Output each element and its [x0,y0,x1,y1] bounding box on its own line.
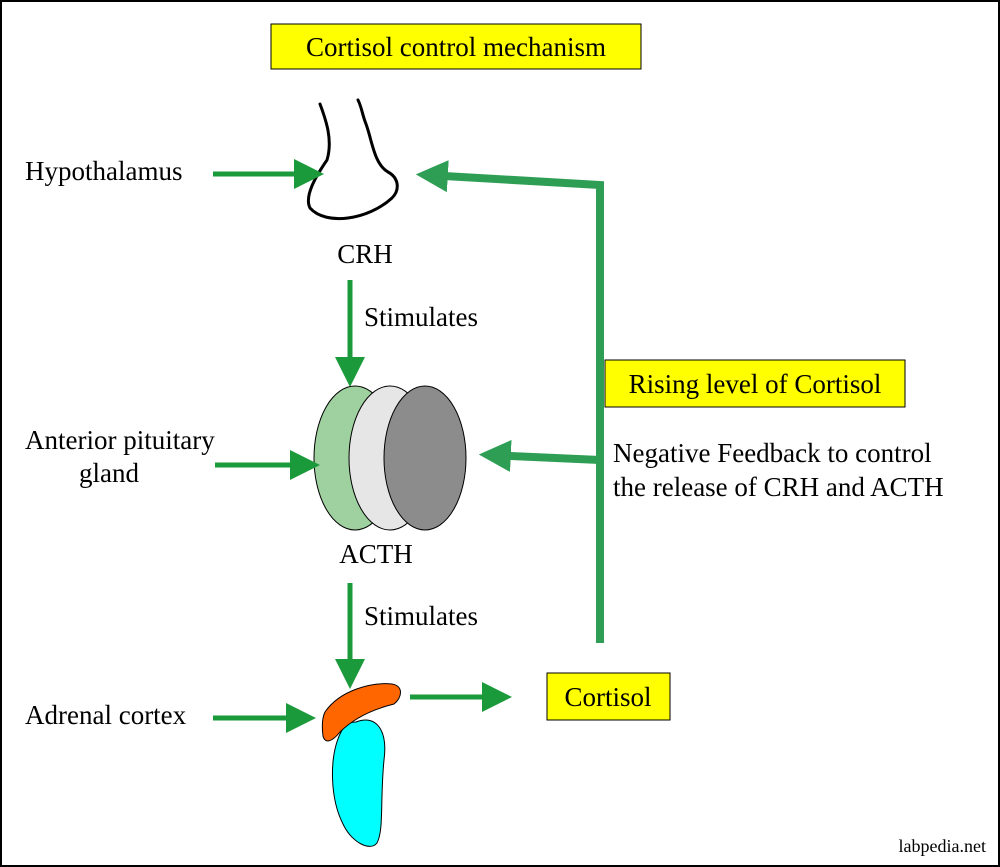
stimulates-label-2: Stimulates [364,601,478,631]
anterior-pituitary-label-line1: Anterior pituitary [25,425,215,455]
cortisol-label: Cortisol [564,682,651,712]
pituitary-disc-dark-icon [383,385,467,531]
rising-level-label: Rising level of Cortisol [629,369,882,399]
cortisol-box [546,672,671,721]
watermark: labpedia.net [899,836,986,856]
stimulates-label-1: Stimulates [364,302,478,332]
rising-level-box [604,359,906,408]
negative-feedback-label-line1: Negative Feedback to control [613,438,932,468]
anterior-pituitary-label-line2: gland [79,458,139,488]
title-box [270,23,642,70]
hypothalamus-label: Hypothalamus [25,156,182,186]
negative-feedback-label-line2: the release of CRH and ACTH [613,472,944,502]
adrenal-gland-icon [321,683,401,742]
adrenal-cortex-label: Adrenal cortex [25,700,187,730]
crh-label: CRH [337,239,393,269]
acth-label: ACTH [339,539,413,569]
negative-feedback-pituitary-arrow [478,439,601,472]
hypothalamus-icon [307,98,399,221]
negative-feedback-line [415,160,604,643]
title: Cortisol control mechanism [306,32,606,62]
kidney-icon [331,719,386,847]
